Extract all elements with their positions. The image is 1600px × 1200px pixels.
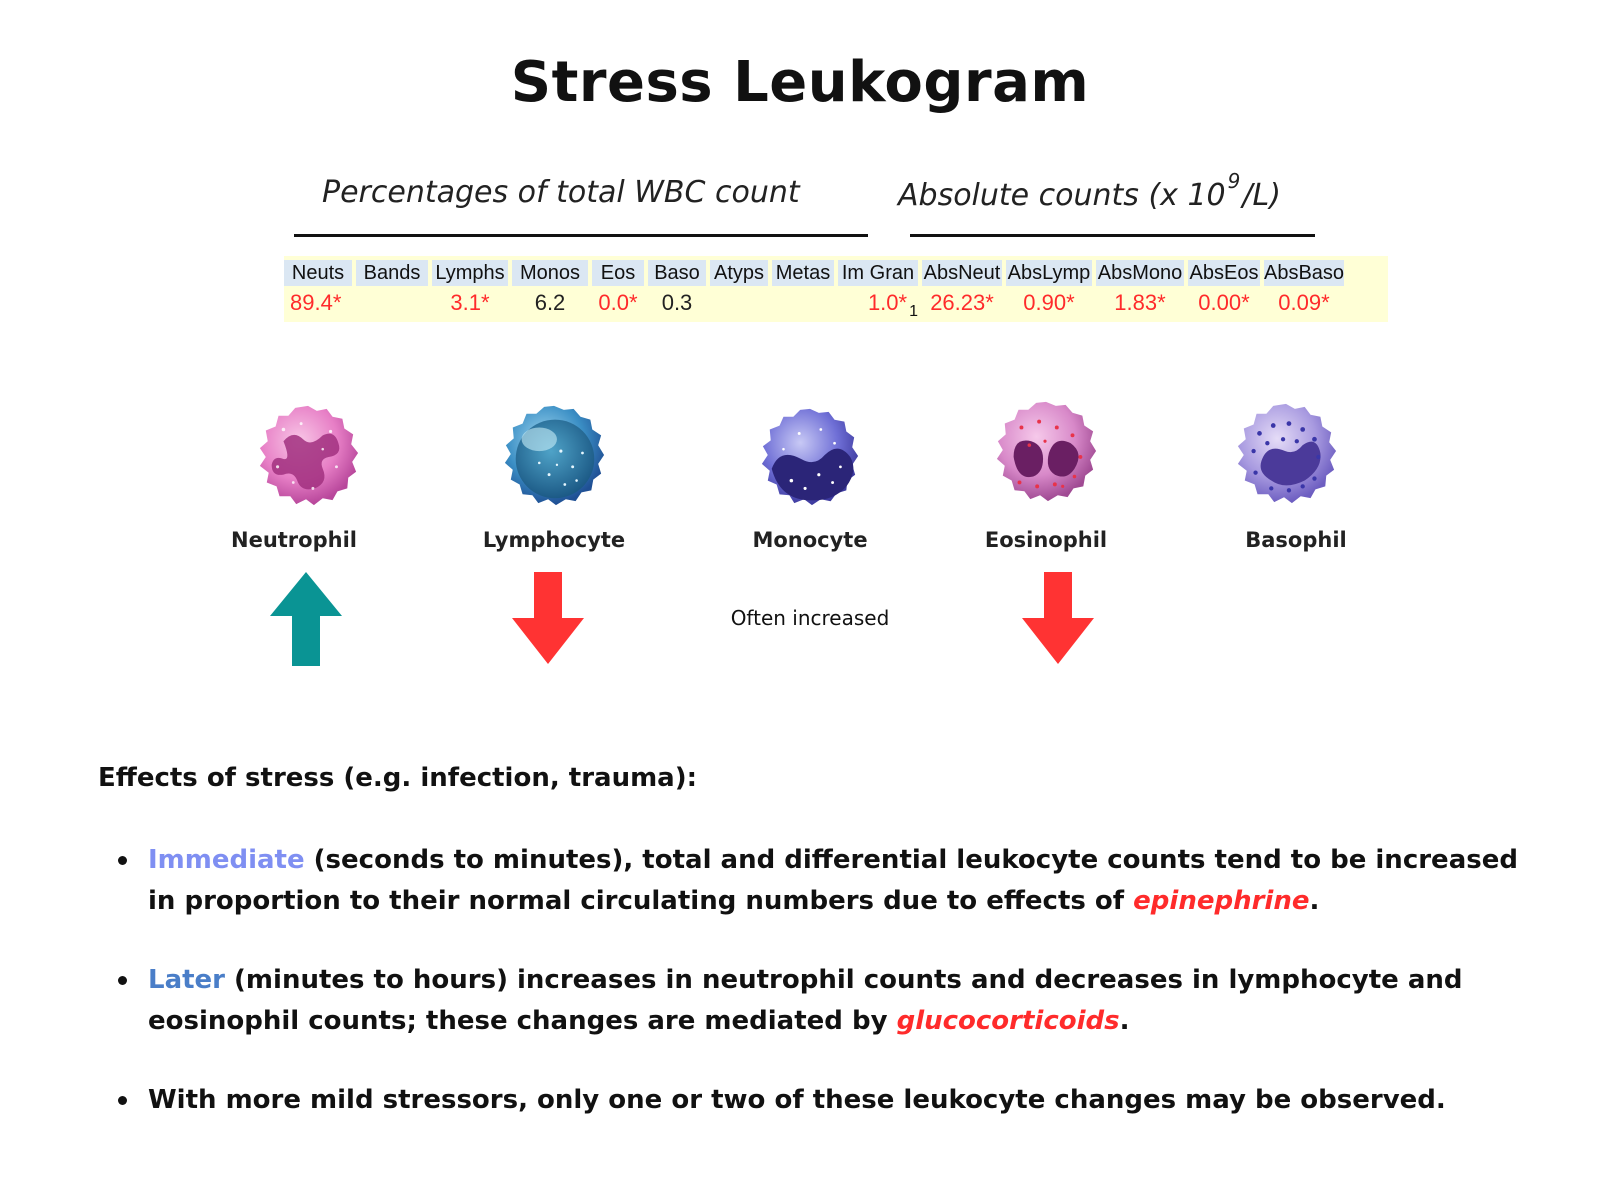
lab-value-cell: 0.90*	[1023, 290, 1075, 315]
lab-value-cell: 1.83*	[1114, 290, 1166, 315]
lab-header-cell: Neuts	[284, 260, 352, 286]
effects-heading: Effects of stress (e.g. infection, traum…	[98, 763, 697, 793]
bullet-text: With more mild stressors, only one or tw…	[148, 1085, 1446, 1115]
basophil-cell-icon	[1237, 403, 1337, 504]
bullet-dot	[118, 976, 127, 985]
list-item: With more mild stressors, only one or tw…	[118, 1080, 1518, 1121]
lab-value-cell: 0.00*	[1198, 290, 1250, 315]
lab-value-cell: 0.3	[661, 290, 693, 315]
lab-value-cell: 6.2	[534, 290, 566, 315]
monocyte-cell-icon	[761, 408, 859, 506]
absolute-underline	[910, 234, 1315, 237]
bullet-text: (minutes to hours) increases in neutroph…	[148, 965, 1463, 1036]
lab-value-im-gran: 1.0*	[867, 290, 908, 315]
lab-header-cell: AbsNeut	[922, 260, 1002, 286]
bullet-dot	[118, 856, 127, 865]
cell-label-monocyte: Monocyte	[752, 528, 868, 552]
lab-value-cell: 0.0*	[598, 290, 638, 315]
lab-header-cell: Atyps	[710, 260, 768, 286]
lab-value-cell-im-gran: 1.0*1	[838, 290, 918, 320]
percentages-subheading: Percentages of total WBC count	[322, 175, 800, 210]
list-item: Later (minutes to hours) increases in ne…	[118, 960, 1518, 1042]
neutrophil-cell-icon	[259, 405, 359, 506]
bullet-text-end: .	[1309, 886, 1320, 916]
monocyte-note: Often increased	[730, 606, 890, 630]
bullet-dot	[118, 1096, 127, 1105]
lab-values-row: 89.4* 3.1* 6.2 0.0* 0.3 1.0*1 26.23* 0.9…	[284, 290, 1348, 320]
lab-header-cell: AbsEos	[1188, 260, 1260, 286]
page-title: Stress Leukogram	[510, 50, 1090, 115]
cell-label-basophil: Basophil	[1245, 528, 1347, 552]
lab-header-cell: Im Gran	[838, 260, 918, 286]
absolute-subheading-prefix: Absolute counts (x 10	[898, 178, 1226, 213]
lab-header-cell: AbsBaso	[1264, 260, 1345, 286]
lymphocyte-cell-icon	[504, 405, 605, 506]
lab-header-cell: Baso	[648, 260, 706, 286]
lab-header-cell: Eos	[592, 260, 644, 286]
lab-value-cell: 3.1*	[450, 290, 490, 315]
immediate-keyword: Immediate	[148, 845, 305, 875]
lab-header-cell: AbsMono	[1096, 260, 1184, 286]
absolute-subheading-suffix: /L)	[1242, 178, 1281, 213]
percentages-underline	[294, 234, 868, 237]
lab-header-cell: AbsLymp	[1006, 260, 1092, 286]
lab-header-cell: Bands	[356, 260, 428, 286]
list-item: Immediate (seconds to minutes), total an…	[118, 840, 1518, 922]
neutrophil-increase-arrow-icon	[270, 572, 342, 666]
effects-list: Immediate (seconds to minutes), total an…	[118, 840, 1518, 1159]
lab-header-row: Neuts Bands Lymphs Monos Eos Baso Atyps …	[284, 260, 1348, 286]
eosinophil-decrease-arrow-icon	[1022, 572, 1094, 664]
bullet-text-end: .	[1119, 1006, 1130, 1036]
lab-value-cell	[356, 290, 428, 316]
absolute-subheading-exponent: 9	[1227, 169, 1241, 193]
lab-value-cell: 26.23*	[930, 290, 994, 315]
lab-header-cell: Metas	[772, 260, 834, 286]
lab-value-cell: 89.4*	[290, 290, 342, 315]
epinephrine-term: epinephrine	[1133, 886, 1310, 916]
lab-results-table: Neuts Bands Lymphs Monos Eos Baso Atyps …	[284, 256, 1388, 322]
lab-header-cell: Lymphs	[432, 260, 508, 286]
eosinophil-cell-icon	[996, 401, 1097, 502]
lab-value-cell	[710, 290, 768, 316]
glucocorticoids-term: glucocorticoids	[896, 1006, 1120, 1036]
im-gran-footnote: 1	[909, 303, 918, 320]
later-keyword: Later	[148, 965, 225, 995]
lymphocyte-decrease-arrow-icon	[512, 572, 584, 664]
bullet-text: (seconds to minutes), total and differen…	[148, 845, 1518, 916]
lab-header-cell: Monos	[512, 260, 588, 286]
cell-label-neutrophil: Neutrophil	[231, 528, 357, 552]
cell-label-eosinophil: Eosinophil	[984, 528, 1108, 552]
lab-value-cell: 0.09*	[1278, 290, 1330, 315]
lab-value-cell	[772, 290, 834, 316]
cell-label-lymphocyte: Lymphocyte	[482, 528, 626, 552]
